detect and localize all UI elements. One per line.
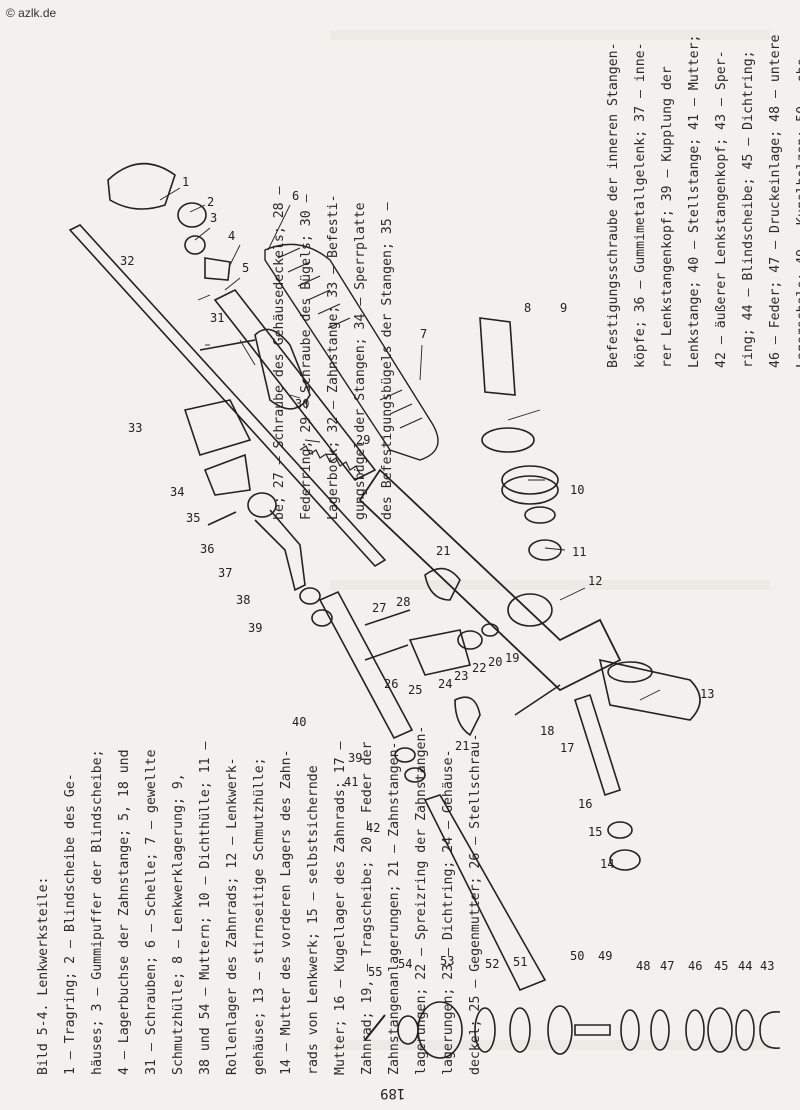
- steering-housing: [358, 468, 622, 692]
- callout-30: 30: [295, 397, 309, 411]
- callout-42: 42: [366, 821, 380, 835]
- callout-50: 50: [570, 949, 584, 963]
- callout-3: 3: [210, 211, 217, 225]
- callout-labels: 1 2 3 4 5 6 7 8 9 10 11 12 13 14 15 16 1…: [120, 175, 774, 979]
- callout-55: 55: [368, 965, 382, 979]
- callout-2: 2: [207, 195, 214, 209]
- callout-10: 10: [570, 483, 584, 497]
- callout-21: 21: [436, 544, 450, 558]
- rack-teeth: [299, 445, 361, 475]
- outer-rod-head: [423, 794, 547, 992]
- bellows-boot: [264, 243, 439, 461]
- callout-21b: 21: [455, 739, 469, 753]
- pinion: [574, 693, 621, 797]
- callout-23: 23: [454, 669, 468, 683]
- callout-32: 32: [120, 254, 134, 268]
- circlip: [759, 1011, 781, 1049]
- callout-16: 16: [578, 797, 592, 811]
- inner-shaft: [213, 288, 377, 482]
- callout-7: 7: [420, 327, 427, 341]
- bearing-shell: [424, 567, 461, 601]
- callout-33: 33: [128, 421, 142, 435]
- bolt: [514, 684, 561, 716]
- seal-sleeve: [501, 475, 559, 505]
- show-through-band: [330, 580, 770, 590]
- bolt: [207, 511, 237, 526]
- callout-39b: 39: [348, 751, 362, 765]
- callout-27: 27: [372, 601, 386, 615]
- callout-8: 8: [524, 301, 531, 315]
- callout-34: 34: [170, 485, 184, 499]
- callout-36: 36: [200, 542, 214, 556]
- roller-bearing: [528, 539, 562, 561]
- callout-19: 19: [505, 651, 519, 665]
- cover: [408, 629, 472, 676]
- callout-51: 51: [513, 955, 527, 969]
- watermark: © azlk.de: [6, 6, 57, 20]
- callout-54: 54: [398, 957, 412, 971]
- callout-31: 31: [210, 311, 224, 325]
- callout-53: 53: [440, 954, 454, 968]
- rack-shaft: [68, 224, 387, 568]
- callout-17: 17: [560, 741, 574, 755]
- callout-5: 5: [242, 261, 249, 275]
- show-through-band: [330, 30, 770, 40]
- bolt: [199, 339, 256, 351]
- support-ring: [107, 162, 176, 210]
- callout-38: 38: [236, 593, 250, 607]
- adjusting-rod: [318, 590, 414, 740]
- callout-14: 14: [600, 857, 614, 871]
- callout-48: 48: [636, 959, 650, 973]
- callout-15: 15: [588, 825, 602, 839]
- lock-plate: [203, 453, 251, 496]
- callout-47: 47: [660, 959, 674, 973]
- callout-12: 12: [588, 574, 602, 588]
- callout-26: 26: [384, 677, 398, 691]
- rubber-mount: [479, 317, 516, 396]
- callout-6: 6: [292, 189, 299, 203]
- callout-24: 24: [438, 677, 452, 691]
- end-boot: [598, 658, 701, 721]
- callout-40: 40: [292, 715, 306, 729]
- bearing-shell: [454, 696, 481, 737]
- callout-1: 1: [182, 175, 189, 189]
- rod-bracket: [183, 399, 252, 456]
- cotter-pin: [364, 1014, 386, 1041]
- callout-13: 13: [700, 687, 714, 701]
- dust-boot: [417, 1001, 463, 1059]
- clamp: [524, 506, 556, 524]
- callout-45: 45: [714, 959, 728, 973]
- callout-46: 46: [688, 959, 702, 973]
- inner-rod-head: [254, 509, 306, 592]
- callout-52: 52: [485, 957, 499, 971]
- callout-41: 41: [344, 775, 358, 789]
- bolt: [364, 644, 409, 661]
- callout-37: 37: [218, 566, 232, 580]
- callout-39: 39: [248, 621, 262, 635]
- callout-20: 20: [488, 655, 502, 669]
- page-number: 189: [380, 1085, 406, 1101]
- callout-44: 44: [738, 959, 752, 973]
- clamp: [481, 427, 535, 453]
- mount-bracket: [254, 328, 311, 410]
- clamp: [607, 661, 653, 683]
- callout-9: 9: [560, 301, 567, 315]
- callout-43: 43: [760, 959, 774, 973]
- bolt: [364, 609, 411, 626]
- nut: [397, 1015, 419, 1045]
- callout-22: 22: [472, 661, 486, 675]
- callout-35: 35: [186, 511, 200, 525]
- callout-18: 18: [540, 724, 554, 738]
- callout-4: 4: [228, 229, 235, 243]
- callout-49: 49: [598, 949, 612, 963]
- callout-28: 28: [396, 595, 410, 609]
- callout-11: 11: [572, 545, 586, 559]
- callout-29: 29: [356, 433, 370, 447]
- callout-25: 25: [408, 683, 422, 697]
- rubber-joint: [247, 492, 277, 518]
